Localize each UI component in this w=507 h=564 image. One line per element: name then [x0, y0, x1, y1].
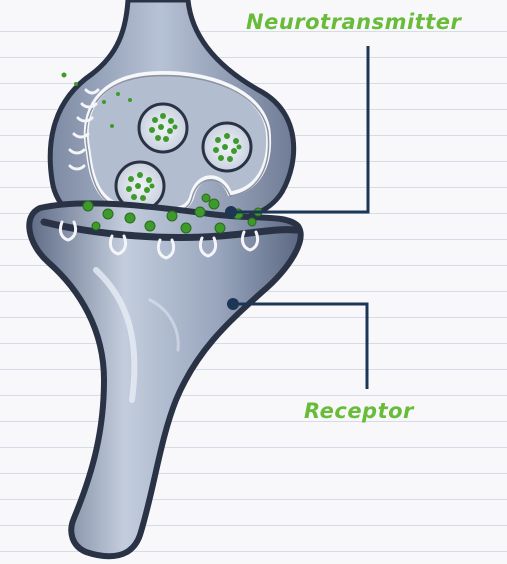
neurotransmitter-label: Neurotransmitter: [246, 10, 461, 34]
synaptic-vesicle: [139, 104, 187, 152]
receptor-label: Receptor: [304, 399, 414, 423]
receptor-leader-line: [227, 298, 367, 389]
synaptic-vesicle: [203, 123, 251, 171]
